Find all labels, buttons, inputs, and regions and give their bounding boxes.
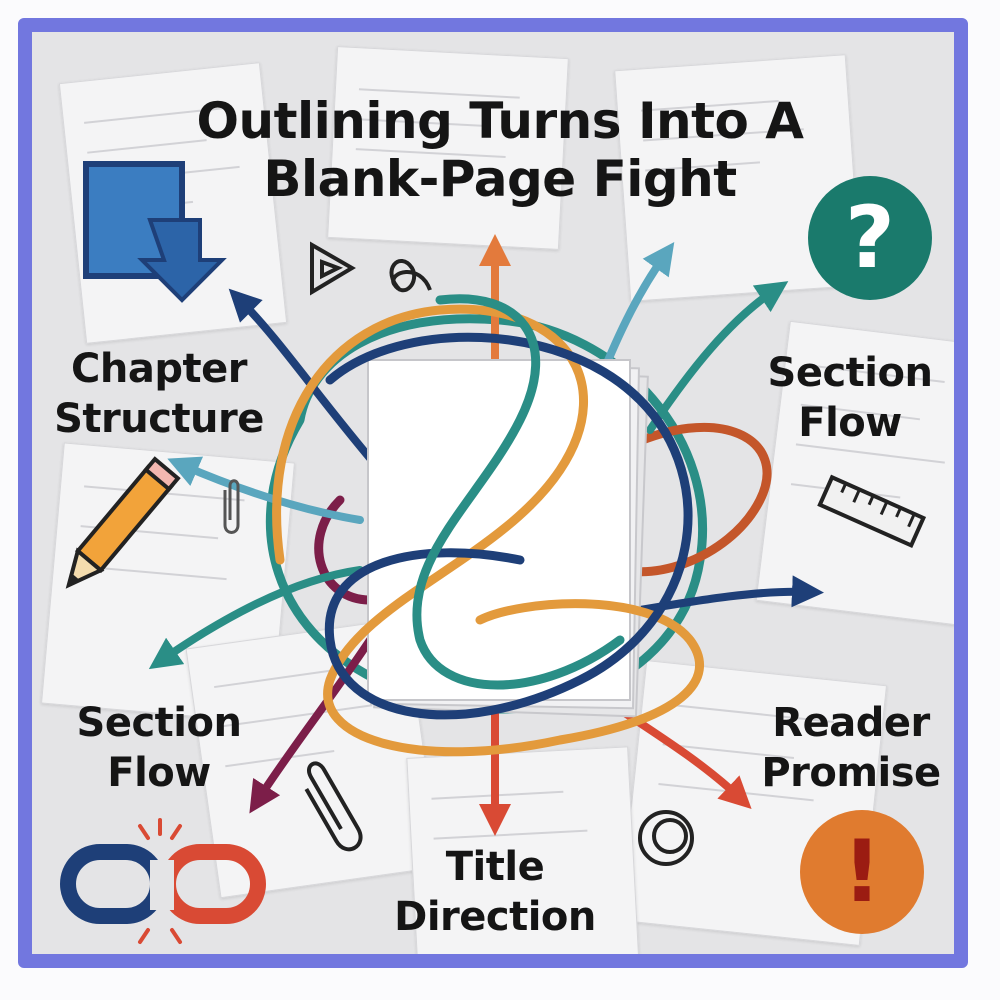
page-title: Outlining Turns Into A Blank-Page Fight	[0, 92, 1000, 208]
label-text: Section	[76, 700, 242, 746]
tangle-loop-teal-front	[412, 294, 625, 690]
paperclip-small-icon	[223, 479, 240, 534]
question-glyph: ?	[845, 188, 895, 288]
exclamation-icon: !	[800, 810, 924, 934]
circle-doodle-icon	[638, 810, 694, 866]
label-section-flow-left: Section Flow	[44, 698, 274, 798]
arrow-to-pencil	[167, 456, 364, 524]
arrow-to-bottom-left	[249, 636, 374, 814]
label-chapter-structure: Chapter Structure	[44, 344, 274, 444]
arrow-to-section-flow-right	[646, 281, 789, 434]
label-text: Structure	[54, 396, 264, 442]
page-down-icon	[83, 161, 227, 303]
label-text: Chapter	[71, 346, 247, 392]
label-title-direction: Title Direction	[370, 842, 620, 942]
label-text: Section	[767, 350, 933, 396]
question-mark-icon: ?	[808, 176, 932, 300]
ruler-icon	[817, 474, 927, 549]
label-text: Title	[445, 844, 545, 890]
knot-doodle-icon	[389, 259, 432, 293]
label-text: Direction	[394, 894, 596, 940]
exclamation-glyph: !	[842, 822, 882, 922]
tangle-loop-teal	[266, 314, 707, 714]
title-line-1: Outlining Turns Into A	[196, 92, 805, 150]
pencil-icon	[65, 456, 181, 589]
broken-chain-icon	[60, 818, 266, 944]
label-section-flow-right: Section Flow	[740, 348, 960, 448]
label-text: Reader	[772, 700, 930, 746]
paperclip-icon	[304, 761, 363, 852]
label-reader-promise: Reader Promise	[736, 698, 966, 798]
label-text: Promise	[761, 750, 941, 796]
label-text: Flow	[798, 400, 902, 446]
tangle-loop-orange	[272, 304, 704, 757]
arrow-to-section-flow-left	[148, 566, 364, 670]
label-text: Flow	[107, 750, 211, 796]
title-line-2: Blank-Page Fight	[263, 150, 737, 208]
triangle-doodle-icon	[310, 241, 356, 296]
arrow-to-chapter-structure	[228, 288, 384, 474]
tangle-loop-rust	[595, 422, 772, 577]
